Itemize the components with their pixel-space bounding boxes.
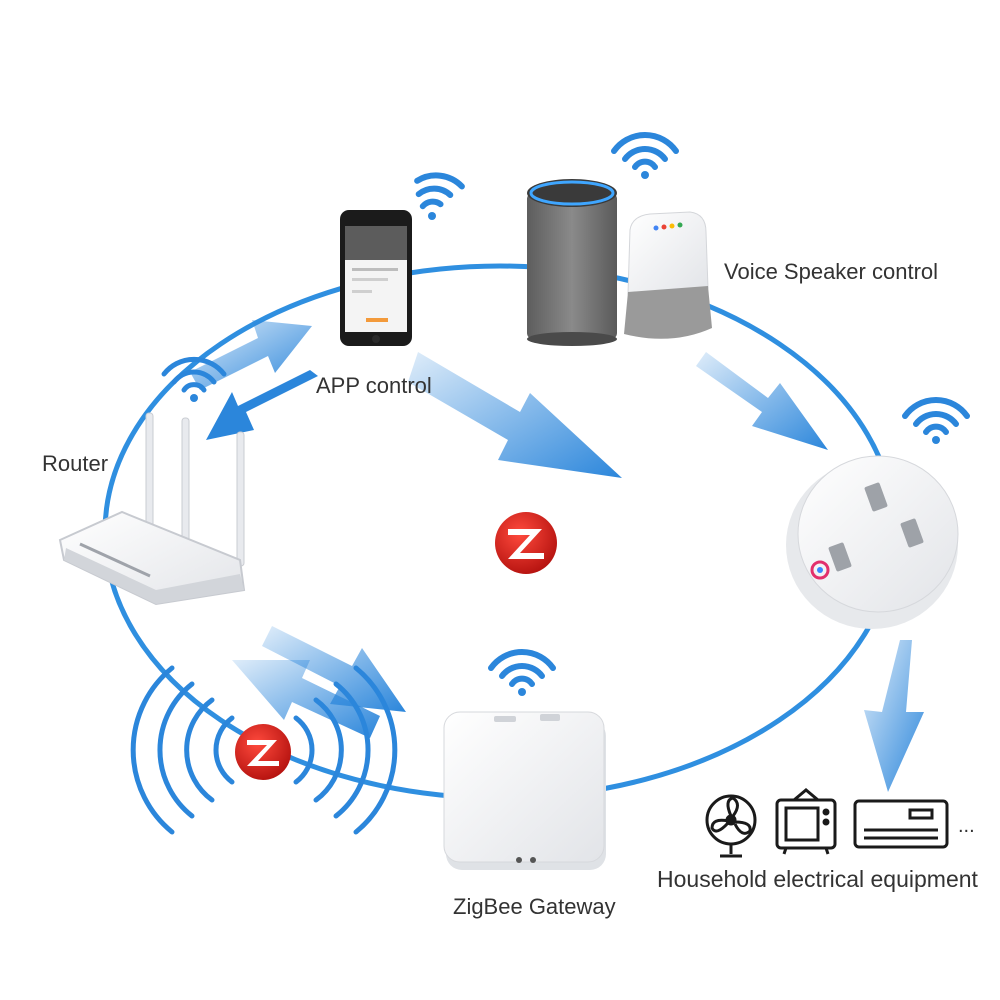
zigbee-logo-icon — [495, 512, 557, 574]
smart-plug — [786, 455, 959, 629]
voice-speaker-label: Voice Speaker control — [724, 259, 939, 284]
wifi-icon — [611, 132, 679, 179]
app-control-label: APP control — [316, 373, 432, 398]
household-equipment-label: Household electrical equipment — [657, 866, 978, 892]
wifi-icon — [414, 172, 465, 220]
smartphone — [340, 210, 412, 346]
zigbee-logo-icon — [235, 724, 291, 780]
arrow-phone-to-router — [206, 370, 318, 440]
more-appliances-ellipsis: ... — [958, 815, 975, 837]
wifi-icon — [902, 397, 970, 444]
arrow-speaker-to-plug — [696, 352, 828, 450]
arrow-phone-to-zigbee — [408, 352, 622, 478]
wifi-icon — [161, 356, 227, 402]
zigbee-gateway-device — [443, 711, 606, 870]
arrow-router-to-gateway — [262, 626, 406, 712]
arrow-gateway-to-router — [232, 660, 380, 738]
wifi-router — [58, 412, 246, 606]
tv-icon — [775, 788, 837, 855]
arrow-plug-to-appliances — [864, 640, 924, 792]
router-label: Router — [42, 451, 109, 476]
zigbee-signal-waves — [130, 665, 398, 835]
amazon-echo-speaker — [527, 179, 617, 346]
google-home-speaker — [624, 211, 712, 339]
air-conditioner-icon — [853, 799, 949, 849]
wifi-icon — [488, 649, 556, 696]
zigbee-gateway-label: ZigBee Gateway — [453, 894, 616, 919]
fan-icon — [705, 794, 757, 858]
